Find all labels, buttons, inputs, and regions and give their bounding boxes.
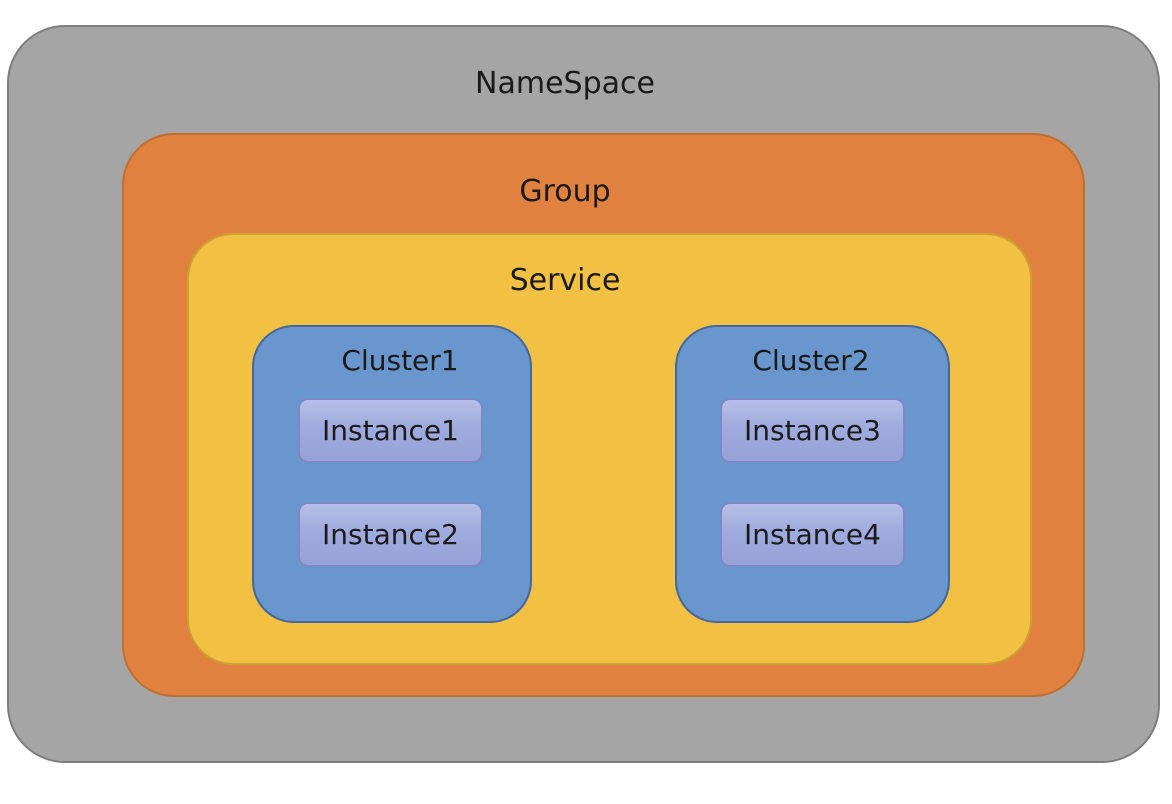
instance4-box: Instance4	[720, 502, 905, 567]
cluster2-label: Cluster2	[752, 344, 870, 377]
instance1-box: Instance1	[298, 398, 483, 463]
namespace-label: NameSpace	[475, 66, 655, 101]
instance2-label: Instance2	[322, 518, 459, 551]
service-label: Service	[509, 263, 621, 298]
instance1-label: Instance1	[322, 414, 459, 447]
service-box: Service Cluster1 Instance1 Instance2 Clu…	[187, 233, 1032, 665]
instance4-label: Instance4	[744, 518, 881, 551]
cluster2-box: Cluster2 Instance3 Instance4	[675, 325, 950, 623]
cluster1-label: Cluster1	[341, 344, 459, 377]
instance2-box: Instance2	[298, 502, 483, 567]
instance3-box: Instance3	[720, 398, 905, 463]
cluster1-box: Cluster1 Instance1 Instance2	[252, 325, 532, 623]
group-label: Group	[519, 174, 611, 209]
namespace-box: NameSpace Group Service Cluster1 Instanc…	[7, 25, 1160, 763]
instance3-label: Instance3	[744, 414, 881, 447]
group-box: Group Service Cluster1 Instance1 Instanc…	[122, 133, 1085, 697]
